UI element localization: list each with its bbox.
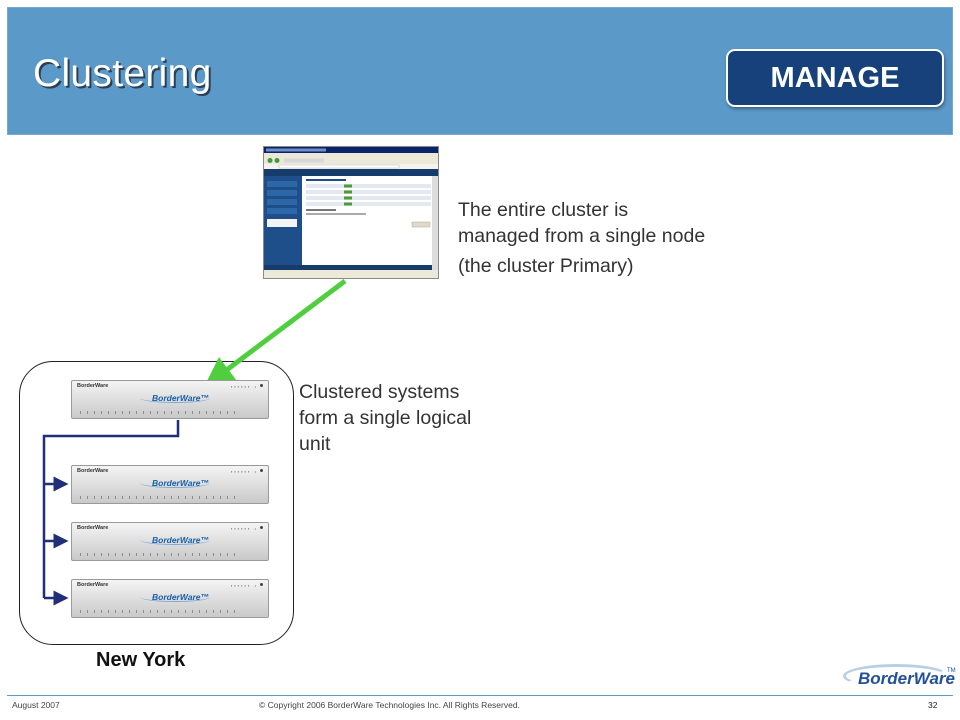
power-led-icon [260,526,263,529]
cluster-note: Clustered systems form a single logical … [299,379,529,457]
status-leds-icon: ▪▪▪▪▪▪ • [230,384,258,389]
browser-window-thumbnail [264,147,438,278]
appliance-brand-label: BorderWare [77,468,109,474]
appliance-logo: BorderWare™ [152,592,209,602]
appliance-logo: BorderWare™ [152,393,209,403]
status-leds-icon: ▪▪▪▪▪▪ • [230,583,258,588]
cluster-note-line-2: form a single logical [299,407,472,429]
primary-note-line-2: managed from a single node [458,225,706,247]
vent-grille-icon [80,496,240,499]
primary-note-line-3: (the cluster Primary) [458,255,634,277]
primary-appliance: BorderWare BorderWare™ ▪▪▪▪▪▪ • [71,380,269,419]
slide-title: Clustering [33,52,212,95]
vent-grille-icon [80,553,240,556]
appliance-logo: BorderWare™ [152,478,209,488]
cluster-note-line-3: unit [299,433,331,455]
footer-copyright: © Copyright 2006 BorderWare Technologies… [259,700,520,710]
logo-trademark: TM [947,668,956,674]
logo-swoosh-icon [843,664,949,688]
primary-node-note: The entire cluster is managed from a sin… [458,197,788,279]
appliance-swoosh-icon [140,535,210,545]
cluster-note-line-1: Clustered systems [299,381,460,403]
logo-wordmark: BorderWare [858,669,955,688]
appliance-swoosh-icon [140,478,210,488]
appliance-swoosh-icon [140,393,210,403]
appliance-brand-label: BorderWare [77,383,109,389]
cluster-appliance-3: BorderWare BorderWare™ ▪▪▪▪▪▪ • [71,579,269,618]
footer-divider [7,695,953,696]
page-number: 32 [928,700,938,710]
power-led-icon [260,469,263,472]
borderware-logo: BorderWare TM [843,662,956,692]
cluster-boundary [19,361,294,645]
power-led-icon [260,384,263,387]
status-leds-icon: ▪▪▪▪▪▪ • [230,526,258,531]
appliance-brand-label: BorderWare [77,525,109,531]
slide-header: Clustering MANAGE [7,7,953,135]
power-led-icon [260,583,263,586]
cluster-appliance-1: BorderWare BorderWare™ ▪▪▪▪▪▪ • [71,465,269,504]
status-leds-icon: ▪▪▪▪▪▪ • [230,469,258,474]
vent-grille-icon [80,610,240,613]
footer-date: August 2007 [12,700,60,710]
primary-note-line-1: The entire cluster is [458,199,629,221]
appliance-brand-label: BorderWare [77,582,109,588]
vent-grille-icon [80,411,240,414]
cluster-appliance-2: BorderWare BorderWare™ ▪▪▪▪▪▪ • [71,522,269,561]
web-ui-screenshot [263,146,439,279]
cluster-location-label: New York [96,649,186,671]
appliance-logo: BorderWare™ [152,535,209,545]
appliance-swoosh-icon [140,592,210,602]
manage-badge[interactable]: MANAGE [726,49,944,107]
